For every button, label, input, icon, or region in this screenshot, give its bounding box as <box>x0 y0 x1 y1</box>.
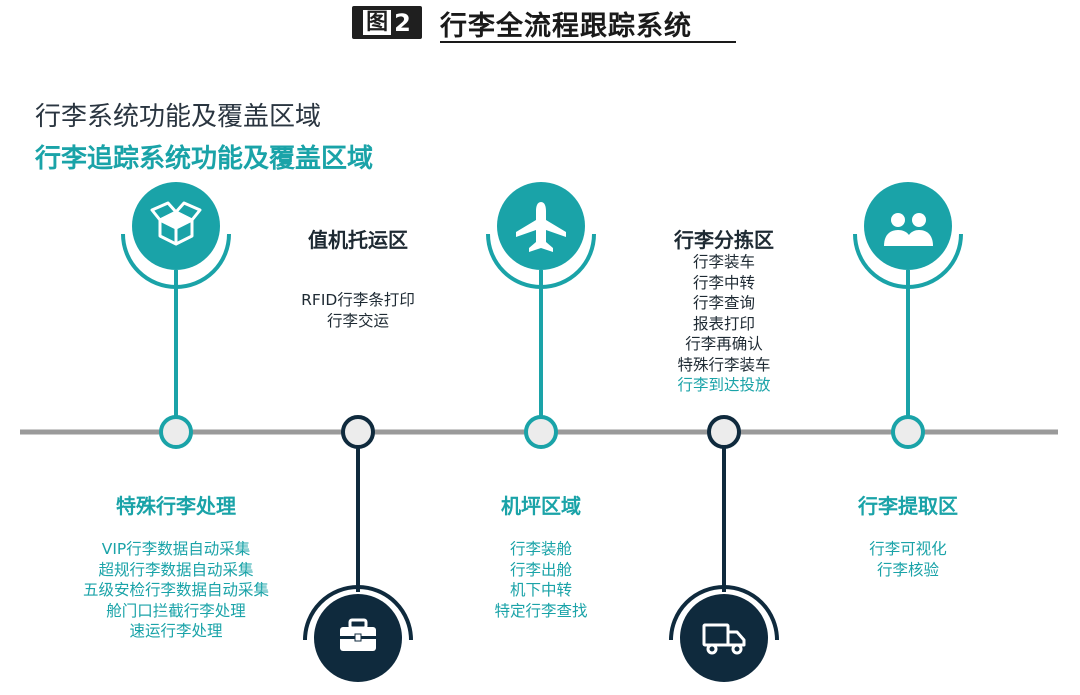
stage-item-highlight: 行李到达投放 <box>677 376 771 394</box>
stage-apron-marker <box>486 182 596 449</box>
stage-item: 行李查询 <box>692 294 755 312</box>
stage-title-check-in: 值机托运区 <box>308 228 408 252</box>
icon-bg-claim <box>864 182 952 270</box>
heading-primary: 行李系统功能及覆盖区域 <box>35 102 322 132</box>
stage-list-claim: 行李可视化 行李核验 <box>808 539 1008 580</box>
stage-list-check-in: RFID行李条打印 行李交运 <box>258 290 458 331</box>
briefcase-icon <box>340 618 376 651</box>
node-claim <box>891 415 925 449</box>
figure-badge-text: 图 <box>363 10 392 35</box>
box-icon <box>150 201 202 246</box>
stage-item: 超规行李数据自动采集 <box>98 560 254 579</box>
figure-badge: 图 2 <box>352 6 422 39</box>
stage-special-baggage-marker <box>121 182 231 449</box>
node-special-baggage <box>159 415 193 449</box>
stage-item: 报表打印 <box>692 314 755 333</box>
stage-claim-marker <box>853 182 963 449</box>
stage-item: 行李装车 <box>692 253 755 271</box>
stage-item: 行李出舱 <box>509 560 572 579</box>
stage-item: 行李交运 <box>326 311 389 330</box>
stage-item: 特定行李查找 <box>494 601 588 620</box>
stage-item: 行李中转 <box>692 273 755 292</box>
stage-check-in-marker <box>303 415 413 682</box>
stage-list-special-baggage: VIP行李数据自动采集 超规行李数据自动采集 五级安检行李数据自动采集 舱门口拦… <box>46 539 306 642</box>
stage-sorting-marker <box>669 415 779 682</box>
stage-item: 五级安检行李数据自动采集 <box>82 581 269 599</box>
stage-title-sorting: 行李分拣区 <box>674 228 774 252</box>
people-icon <box>884 213 933 246</box>
stage-list-sorting: 行李装车 行李中转 行李查询 报表打印 行李再确认 特殊行李装车 行李到达投放 <box>624 252 824 396</box>
stage-item: 行李再确认 <box>685 335 763 353</box>
stage-item: 舱门口拦截行李处理 <box>106 601 246 620</box>
stage-item: VIP行李数据自动采集 <box>101 540 251 558</box>
stage-item: 行李可视化 <box>869 540 947 558</box>
stage-item: 行李装舱 <box>509 540 572 558</box>
node-check-in <box>341 415 375 449</box>
stage-item: 行李核验 <box>876 560 939 579</box>
heading-secondary: 行李追踪系统功能及覆盖区域 <box>35 144 374 174</box>
stage-title-claim: 行李提取区 <box>858 494 958 518</box>
arc-check-in <box>303 585 413 641</box>
airplane-icon <box>516 202 566 252</box>
figure-title-underline <box>440 41 736 43</box>
arc-sorting <box>669 585 779 641</box>
figure-title: 行李全流程跟踪系统 <box>440 11 692 42</box>
stage-title-special-baggage: 特殊行李处理 <box>116 494 236 518</box>
stage-item: 机下中转 <box>509 581 572 599</box>
icon-bg-sorting <box>680 594 768 682</box>
stage-item: 速运行李处理 <box>129 622 223 640</box>
figure-badge-number: 2 <box>394 8 411 37</box>
stage-title-apron: 机坪区域 <box>501 494 581 518</box>
node-apron <box>524 415 558 449</box>
stage-item: 特殊行李装车 <box>677 355 771 374</box>
stage-list-apron: 行李装舱 行李出舱 机下中转 特定行李查找 <box>441 539 641 621</box>
node-sorting <box>707 415 741 449</box>
stage-item: RFID行李条打印 <box>301 291 415 309</box>
truck-icon <box>702 623 746 655</box>
